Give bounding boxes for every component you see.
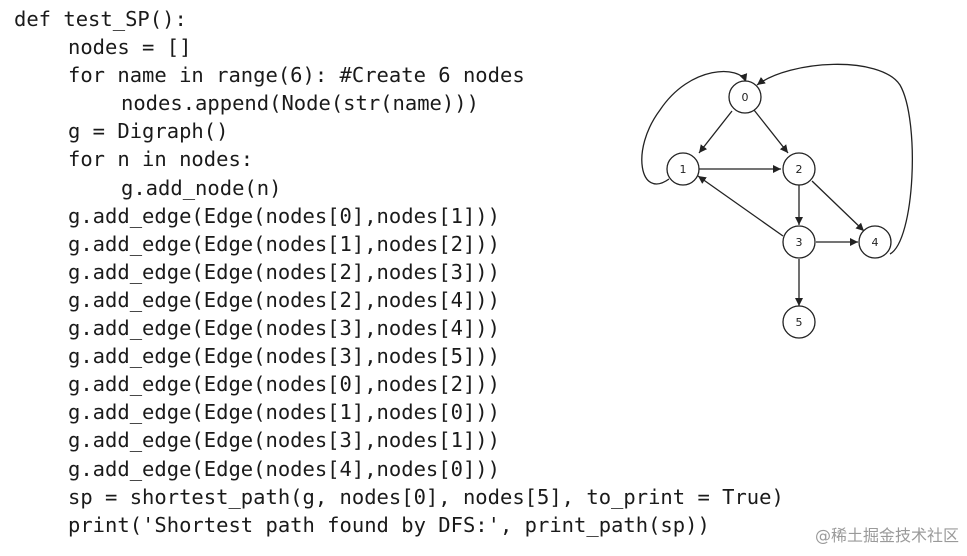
edge-2-4	[811, 180, 865, 232]
edge-0-2	[753, 109, 789, 154]
code-line: for n in nodes:	[68, 147, 254, 172]
node-circle	[728, 80, 762, 114]
code-line: nodes = []	[68, 35, 192, 60]
graph-node-5: 5	[782, 305, 816, 339]
code-block: def test_SP():nodes = [] for name in rang…	[14, 5, 784, 539]
edge-4-0	[756, 63, 913, 255]
graph-node-2: 2	[782, 152, 816, 186]
edge-1-0	[641, 70, 748, 185]
code-line: g.add_edge(Edge(nodes[0],nodes[1]))	[68, 203, 500, 228]
node-label: 2	[796, 163, 803, 176]
edge-3-1	[697, 175, 784, 237]
code-line: g.add_edge(Edge(nodes[3],nodes[4]))	[68, 316, 500, 341]
code-line: g.add_node(n)	[121, 175, 282, 200]
code-line: g.add_edge(Edge(nodes[3],nodes[5]))	[68, 344, 500, 369]
node-circle	[782, 305, 816, 339]
code-line: def test_SP():	[14, 7, 187, 31]
code-line: g.add_edge(Edge(nodes[4],nodes[0]))	[68, 456, 500, 481]
code-line: g = Digraph()	[68, 119, 229, 144]
code-line: print('Shortest path found by DFS:', pri…	[68, 512, 710, 537]
code-line: g.add_edge(Edge(nodes[0],nodes[2]))	[68, 372, 500, 397]
graph-node-4: 4	[858, 225, 892, 259]
watermark: @稀土掘金技术社区	[814, 526, 959, 545]
code-line: nodes.append(Node(str(name)))	[121, 91, 479, 116]
node-label: 5	[796, 316, 803, 329]
graph-node-1: 1	[666, 152, 700, 186]
node-circle	[858, 225, 892, 259]
node-circle	[782, 225, 816, 259]
graph-node-0: 0	[728, 80, 762, 114]
code-line: g.add_edge(Edge(nodes[2],nodes[3]))	[68, 259, 500, 284]
node-circle	[666, 152, 700, 186]
code-line: sp = shortest_path(g, nodes[0], nodes[5]…	[68, 484, 784, 509]
node-circle	[782, 152, 816, 186]
code-line: g.add_edge(Edge(nodes[2],nodes[4]))	[68, 287, 500, 312]
code-line: g.add_edge(Edge(nodes[1],nodes[0]))	[68, 400, 500, 425]
graph-node-3: 3	[782, 225, 816, 259]
code-line: g.add_edge(Edge(nodes[3],nodes[1]))	[68, 428, 500, 453]
code-line: for name in range(6): #Create 6 nodes	[68, 63, 525, 88]
edge-0-1	[698, 110, 733, 154]
node-label: 0	[742, 91, 749, 104]
code-line: g.add_edge(Edge(nodes[1],nodes[2]))	[68, 231, 500, 256]
node-label: 3	[796, 236, 803, 249]
node-label: 4	[872, 236, 879, 249]
node-label: 1	[680, 163, 687, 176]
